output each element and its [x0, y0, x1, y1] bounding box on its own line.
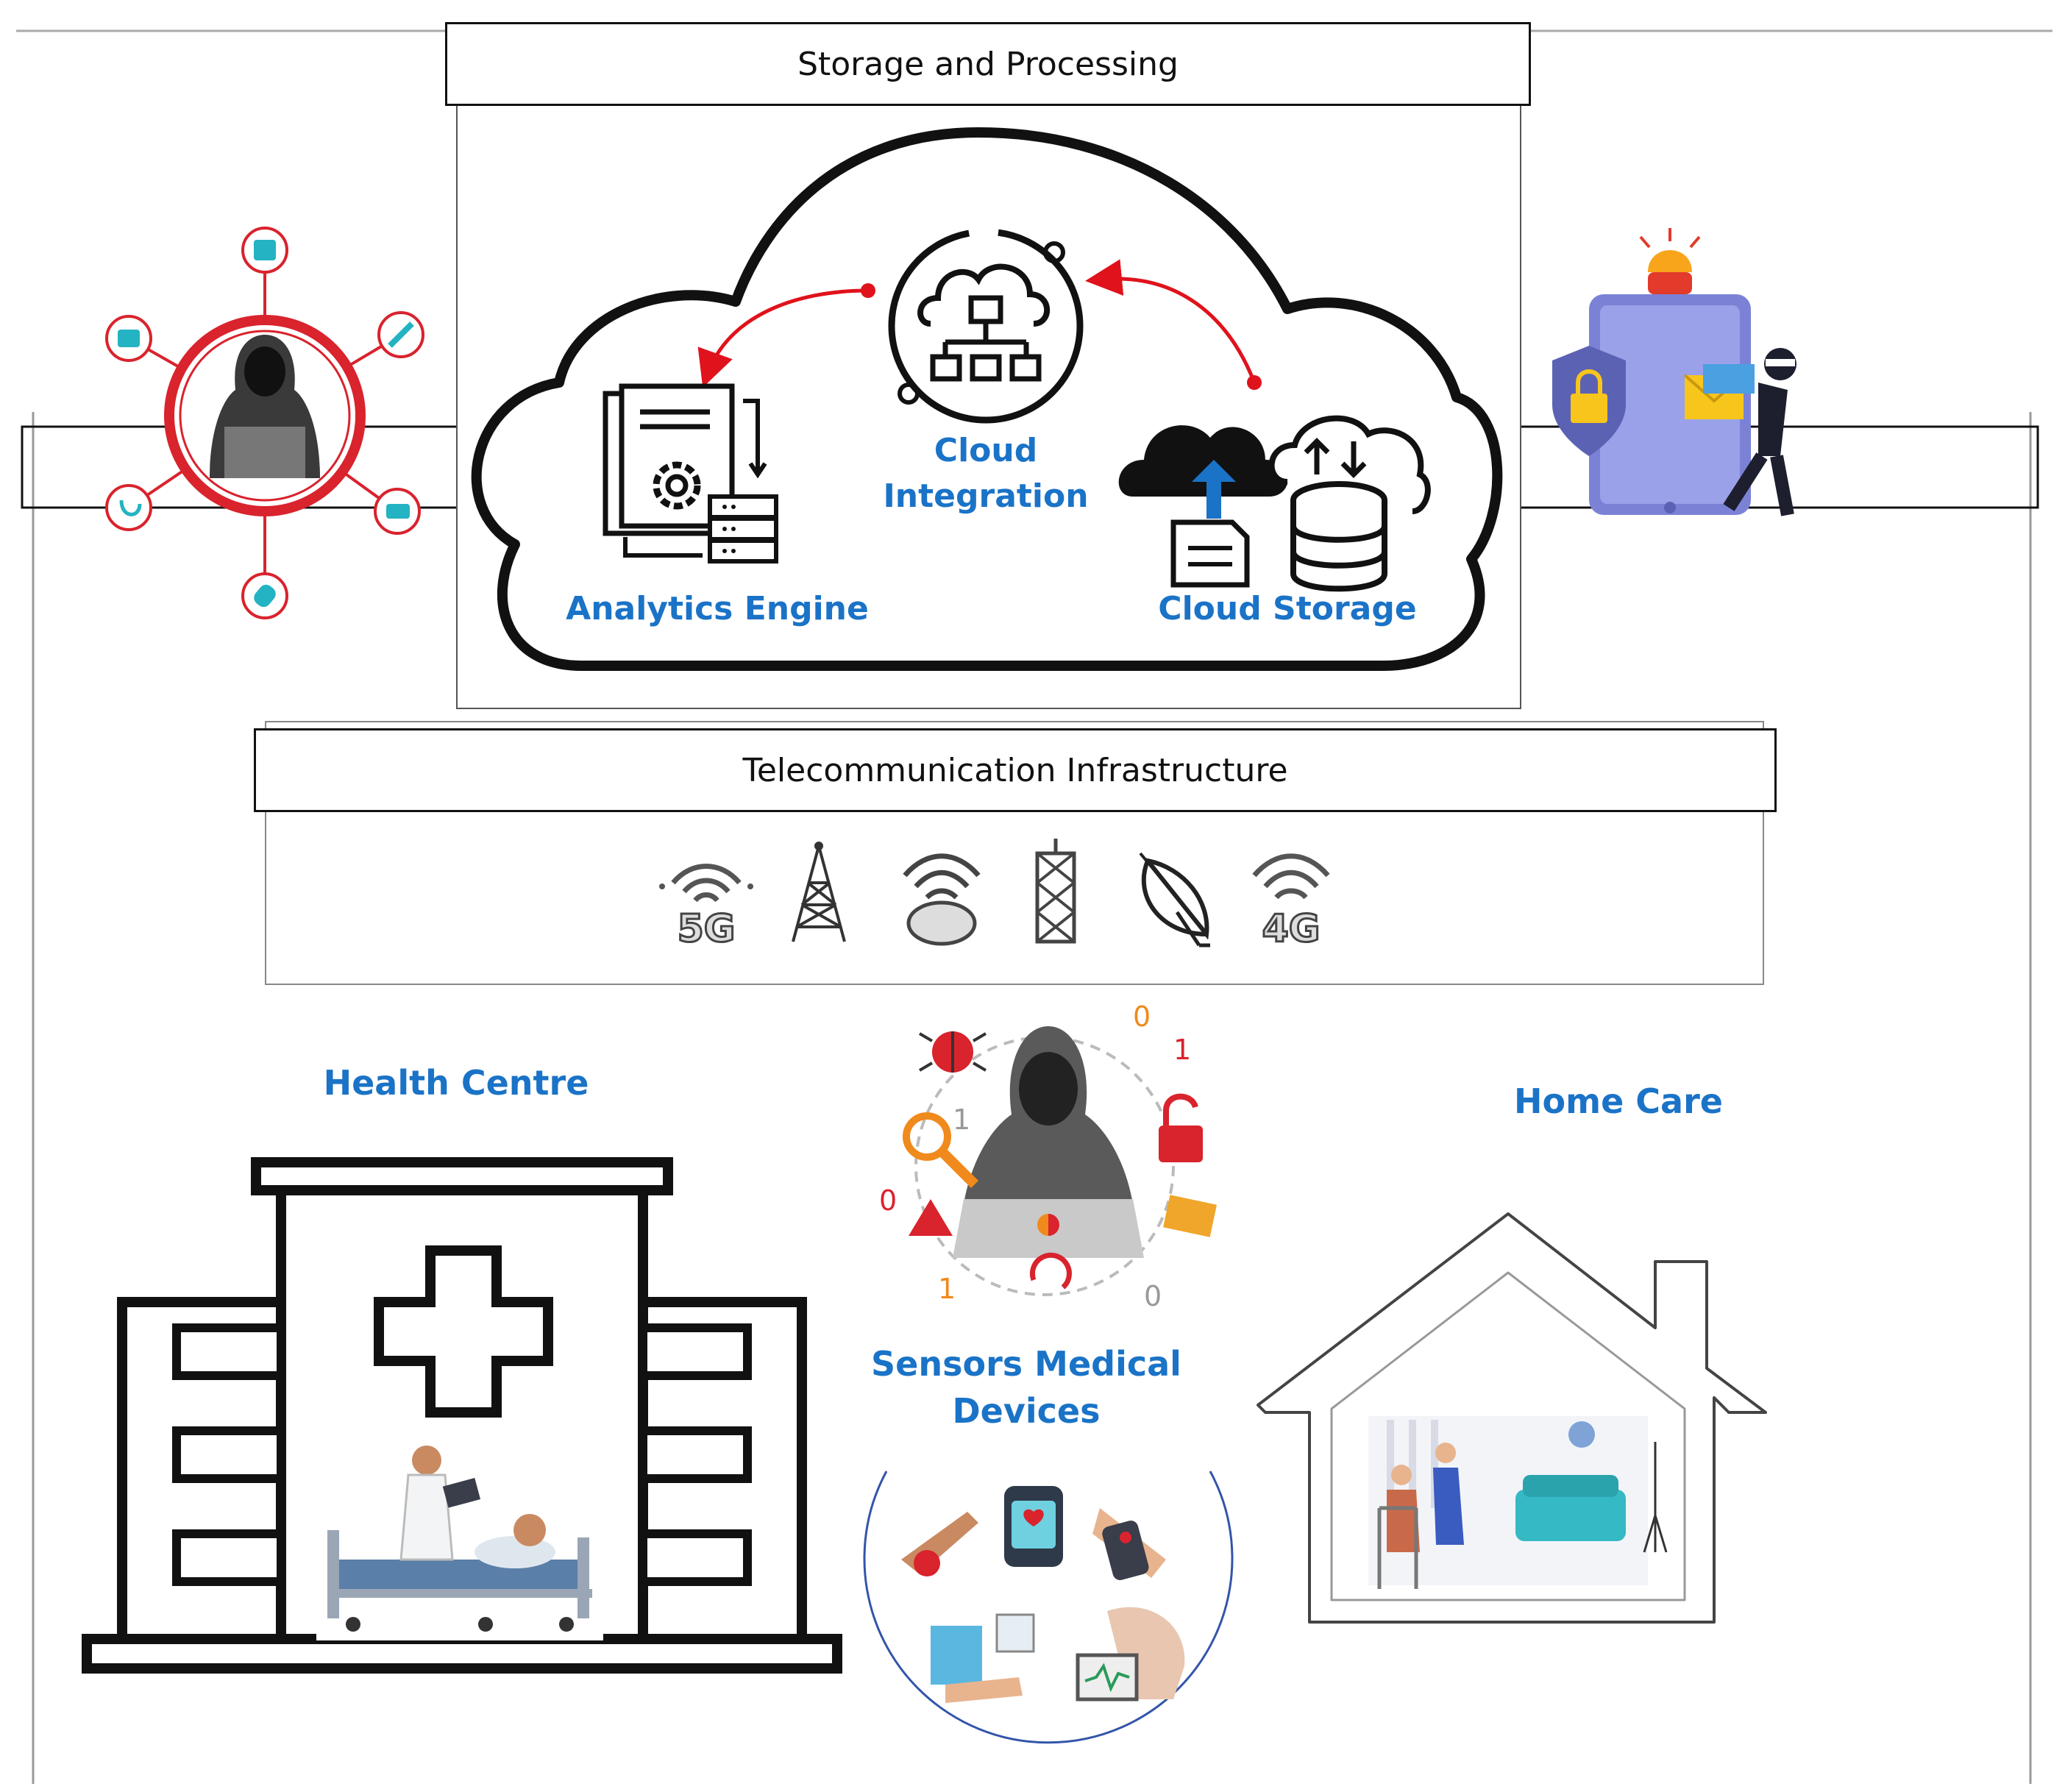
hacker-network-icon: [105, 227, 424, 619]
glyph-1-left: 1: [953, 1103, 970, 1136]
cyber-threat-icon: 0 1 1 0 1 0: [879, 1000, 1218, 1312]
glyph-0-left: 0: [879, 1184, 897, 1217]
home-care-label: Home Care: [1514, 1081, 1723, 1121]
glyph-0-bottom: 0: [1144, 1280, 1162, 1312]
health-centre-label: Health Centre: [323, 1063, 589, 1103]
analytics-engine-icon: [603, 383, 778, 563]
analytics-engine-label: Analytics Engine: [566, 590, 869, 627]
arrow-to-integration: [1085, 259, 1257, 383]
arrow-to-analytics: [697, 288, 869, 388]
antenna-mast-icon: [1035, 839, 1076, 944]
cloud-integration-label: Cloud Integration: [846, 428, 1126, 519]
satellite-dish-icon: [1139, 852, 1210, 947]
4g-icon: 4G: [1252, 853, 1330, 953]
home-care-house-icon: [1257, 1212, 1767, 1624]
cloud-integration-label-line1: Cloud: [934, 432, 1038, 469]
cloud-integration-icon: [888, 228, 1084, 424]
glyph-1-top: 1: [1173, 1034, 1191, 1066]
hospital-building-icon: [82, 1157, 842, 1674]
telecom-layer-title: Telecommunication Infrastructure: [254, 728, 1777, 812]
glyph-0-top: 0: [1133, 1000, 1151, 1033]
sensors-label-line2: Devices: [952, 1391, 1101, 1431]
4g-label: 4G: [1262, 907, 1321, 951]
sensors-label: Sensors Medical Devices: [853, 1340, 1199, 1434]
storage-layer-title: Storage and Processing: [445, 22, 1531, 106]
sensors-label-line1: Sensors Medical: [871, 1344, 1181, 1384]
glyph-1-bottom: 1: [938, 1273, 956, 1305]
cloud-storage-icon: [1118, 415, 1431, 592]
cloud-integration-label-line2: Integration: [883, 477, 1089, 515]
5g-label: 5G: [678, 907, 736, 951]
phone-theft-icon: [1552, 228, 1796, 516]
sensors-devices-icon: [863, 1471, 1234, 1744]
cloud-storage-label: Cloud Storage: [1158, 590, 1417, 627]
wifi-icon: [903, 853, 981, 946]
5g-icon: 5G: [659, 864, 753, 953]
cell-tower-icon: [792, 842, 846, 942]
